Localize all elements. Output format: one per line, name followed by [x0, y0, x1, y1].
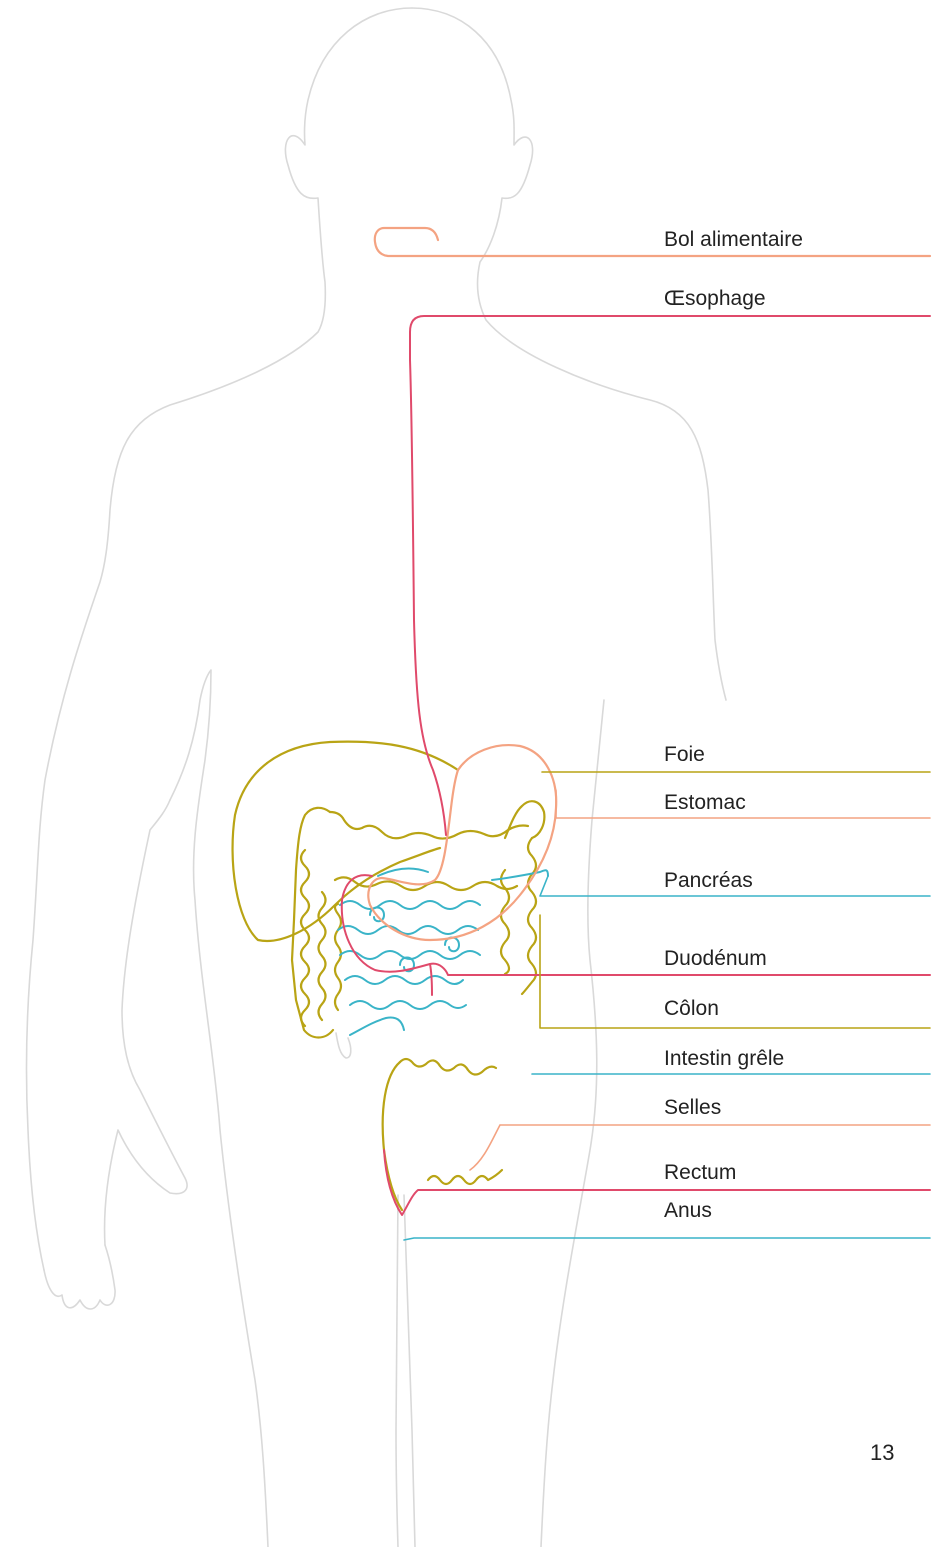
label-bol-alimentaire: Bol alimentaire [664, 229, 803, 251]
body-outline-leg-left [396, 1195, 398, 1547]
label-colon: Côlon [664, 998, 719, 1020]
duodenum-shape-end [430, 964, 432, 995]
body-outline-head-left [26, 8, 412, 1270]
small-intestine-end [350, 1018, 404, 1036]
small-intestine-row-5 [350, 1001, 466, 1009]
label-selles: Selles [664, 1097, 721, 1119]
body-outline-right-torso [541, 700, 604, 1547]
body-outline-head-right [412, 8, 726, 700]
leader-line-anus [404, 1238, 930, 1240]
small-intestine-row-4 [345, 976, 463, 984]
label-duodenum: Duodénum [664, 948, 767, 970]
colon-sigmoid-bottom [428, 1170, 502, 1184]
duodenum-shape [342, 875, 930, 975]
colon-outer-wavy-left [301, 850, 309, 1026]
page-number: 13 [870, 1440, 894, 1466]
label-foie: Foie [664, 744, 705, 766]
body-outline-left-hand [44, 1245, 115, 1309]
colon-inner-left [319, 892, 326, 1020]
label-pancreas: Pancréas [664, 870, 753, 892]
label-anus: Anus [664, 1200, 712, 1222]
colon-sigmoid-loop [400, 1059, 496, 1075]
body-outline-left-inner-arm [105, 800, 187, 1245]
colon-inner-left-2 [335, 904, 341, 1010]
small-intestine-row-2 [338, 926, 478, 934]
body-outline-leg-right [404, 1195, 415, 1547]
colon-sigmoid [383, 1062, 402, 1210]
label-estomac: Estomac [664, 792, 746, 814]
label-rectum: Rectum [664, 1162, 736, 1184]
bolus-outline [375, 228, 930, 256]
label-intestin-grele: Intestin grêle [664, 1048, 784, 1070]
colon-transverse-top [330, 812, 528, 839]
small-intestine-row-1 [340, 901, 480, 909]
colon-descending [522, 838, 536, 994]
pancreas-shape [378, 869, 548, 880]
liver-shape [233, 742, 458, 941]
leader-line-colon [540, 915, 930, 1028]
colon-hepatic-right [505, 801, 544, 838]
colon-descending-inner [501, 870, 509, 974]
body-outline-appendix [336, 1033, 351, 1058]
label-oesophage: Œsophage [664, 288, 766, 310]
body-outline-left-torso [170, 670, 268, 1547]
